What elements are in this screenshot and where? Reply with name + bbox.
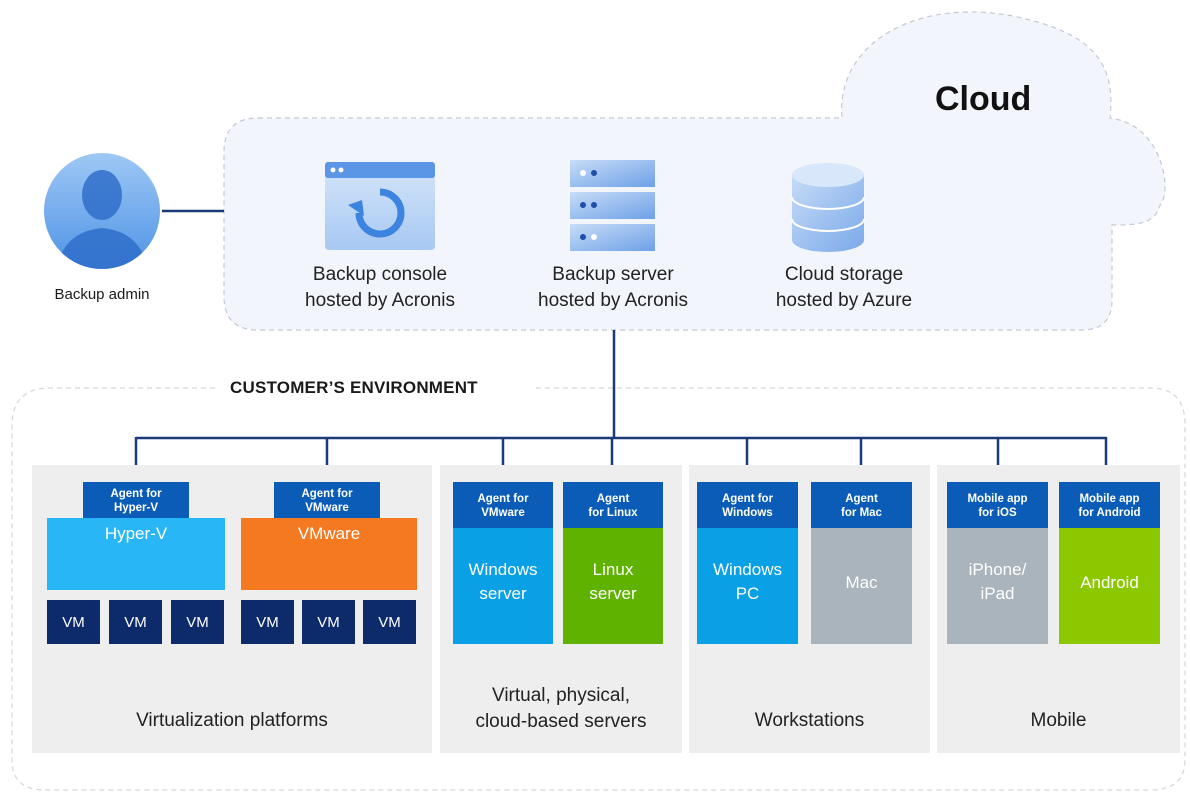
group-label-mobile: Mobile bbox=[1030, 710, 1087, 731]
group-label-servers: Virtual, physical, cloud-based servers bbox=[475, 685, 647, 732]
agent-windows: Agent for Windows bbox=[697, 482, 798, 528]
admin-label: Backup admin bbox=[54, 286, 150, 303]
database-icon bbox=[791, 163, 865, 252]
agent-vmware: Agent for VMware bbox=[274, 482, 380, 518]
agent-mac: Agent for Mac bbox=[811, 482, 912, 528]
agent-mobile-android: Mobile app for Android bbox=[1059, 482, 1160, 528]
agent-hyper-v: Agent for Hyper-V bbox=[83, 482, 189, 518]
platform-iphone-ipad: iPhone/ iPad bbox=[947, 528, 1048, 644]
platform-vmware: VMware bbox=[241, 518, 417, 590]
environment-border bbox=[11, 387, 1186, 791]
user-avatar-icon bbox=[44, 153, 160, 269]
server-rack-icon bbox=[570, 160, 655, 251]
cloud-title: Cloud bbox=[935, 80, 1032, 118]
vm-box: VM bbox=[171, 600, 224, 644]
vm-box: VM bbox=[47, 600, 100, 644]
cloud-shape bbox=[223, 11, 1166, 331]
agent-linux: Agent for Linux bbox=[563, 482, 663, 528]
service-label-backup-server: Backup server hosted by Acronis bbox=[538, 264, 688, 311]
platform-mac: Mac bbox=[811, 528, 912, 644]
platform-linux-server: Linux server bbox=[563, 528, 663, 644]
platform-hyper-v: Hyper-V bbox=[47, 518, 225, 590]
platform-android: Android bbox=[1059, 528, 1160, 644]
platform-windows-server: Windows server bbox=[453, 528, 553, 644]
vm-box: VM bbox=[109, 600, 162, 644]
service-label-cloud-storage: Cloud storage hosted by Azure bbox=[775, 264, 913, 311]
agent-vmware-server: Agent for VMware bbox=[453, 482, 553, 528]
agent-mobile-ios: Mobile app for iOS bbox=[947, 482, 1048, 528]
vm-box: VM bbox=[241, 600, 294, 644]
backup-console-icon bbox=[325, 162, 435, 250]
group-label-workstations: Workstations bbox=[754, 710, 865, 731]
environment-title: CUSTOMER’S ENVIRONMENT bbox=[230, 378, 478, 397]
service-label-backup-console: Backup console hosted by Acronis bbox=[305, 264, 455, 311]
vm-box: VM bbox=[363, 600, 416, 644]
vm-box: VM bbox=[302, 600, 355, 644]
platform-windows-pc: Windows PC bbox=[697, 528, 798, 644]
group-label-virtualization: Virtualization platforms bbox=[136, 710, 328, 731]
